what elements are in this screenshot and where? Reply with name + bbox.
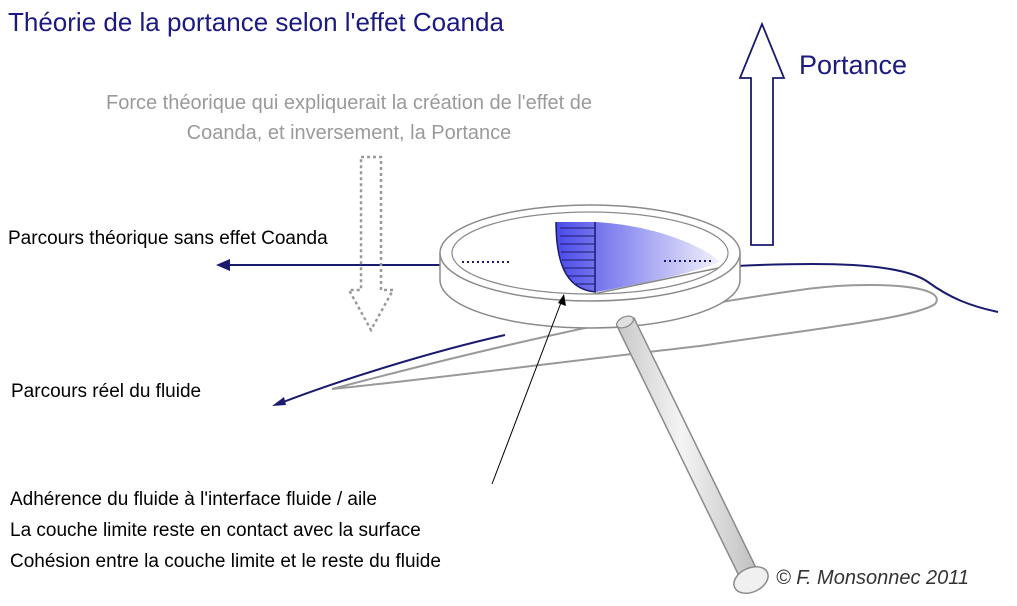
theoretical-force-text: Force théorique qui expliquerait la créa… — [106, 92, 592, 144]
magnifier-handle-end — [733, 565, 769, 595]
real-path-line — [277, 334, 506, 405]
real-path-arrowhead — [272, 397, 286, 406]
boundary-pointer — [491, 299, 563, 485]
boundary-text-cohesion: Cohésion entre la couche limite et le re… — [10, 551, 441, 572]
magnifier-handle — [615, 317, 762, 585]
lens-content — [462, 221, 728, 294]
boundary-text-adhesion: Adhérence du fluide à l'interface fluide… — [10, 489, 377, 510]
magnifying-glass-icon — [615, 315, 769, 595]
hollow-up-arrow-icon — [738, 21, 786, 246]
boundary-pointer-head — [558, 294, 566, 306]
velocity-profile — [556, 222, 720, 292]
lift-label: Portance — [799, 50, 908, 80]
flow-line-right — [735, 262, 999, 313]
velocity-vectors — [560, 227, 595, 285]
dotted-down-arrow-icon — [346, 155, 396, 333]
boundary-text-contact: La couche limite reste en contact avec l… — [10, 520, 421, 541]
theoretical-path-label: Parcours théorique sans effet Coanda — [8, 228, 328, 249]
copyright-text: © F. Monsonnec 2011 — [776, 567, 970, 589]
theoretical-path-arrowhead — [216, 259, 230, 271]
real-path-label: Parcours réel du fluide — [11, 381, 202, 402]
magnifier-handle-top — [615, 315, 635, 329]
wing-surface-in-lens — [573, 265, 728, 294]
profile-edge — [555, 221, 597, 293]
diagram-title: Théorie de la portance selon l'effet Coa… — [8, 7, 504, 37]
